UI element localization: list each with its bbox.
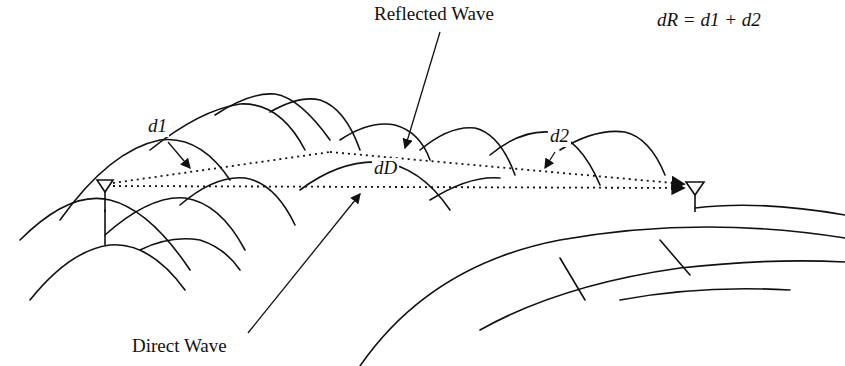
hills	[20, 94, 845, 366]
antennas	[97, 180, 704, 212]
distance-label: dD	[372, 158, 399, 179]
wave-paths	[113, 152, 684, 188]
distance-label: d1	[146, 116, 169, 137]
leader-lines	[168, 32, 555, 333]
equation-label: dR = d1 + d2	[655, 10, 763, 31]
callout-text: Direct Wave	[130, 336, 229, 357]
distance-label: d2	[548, 126, 571, 147]
callout-text: Reflected Wave	[372, 4, 496, 25]
